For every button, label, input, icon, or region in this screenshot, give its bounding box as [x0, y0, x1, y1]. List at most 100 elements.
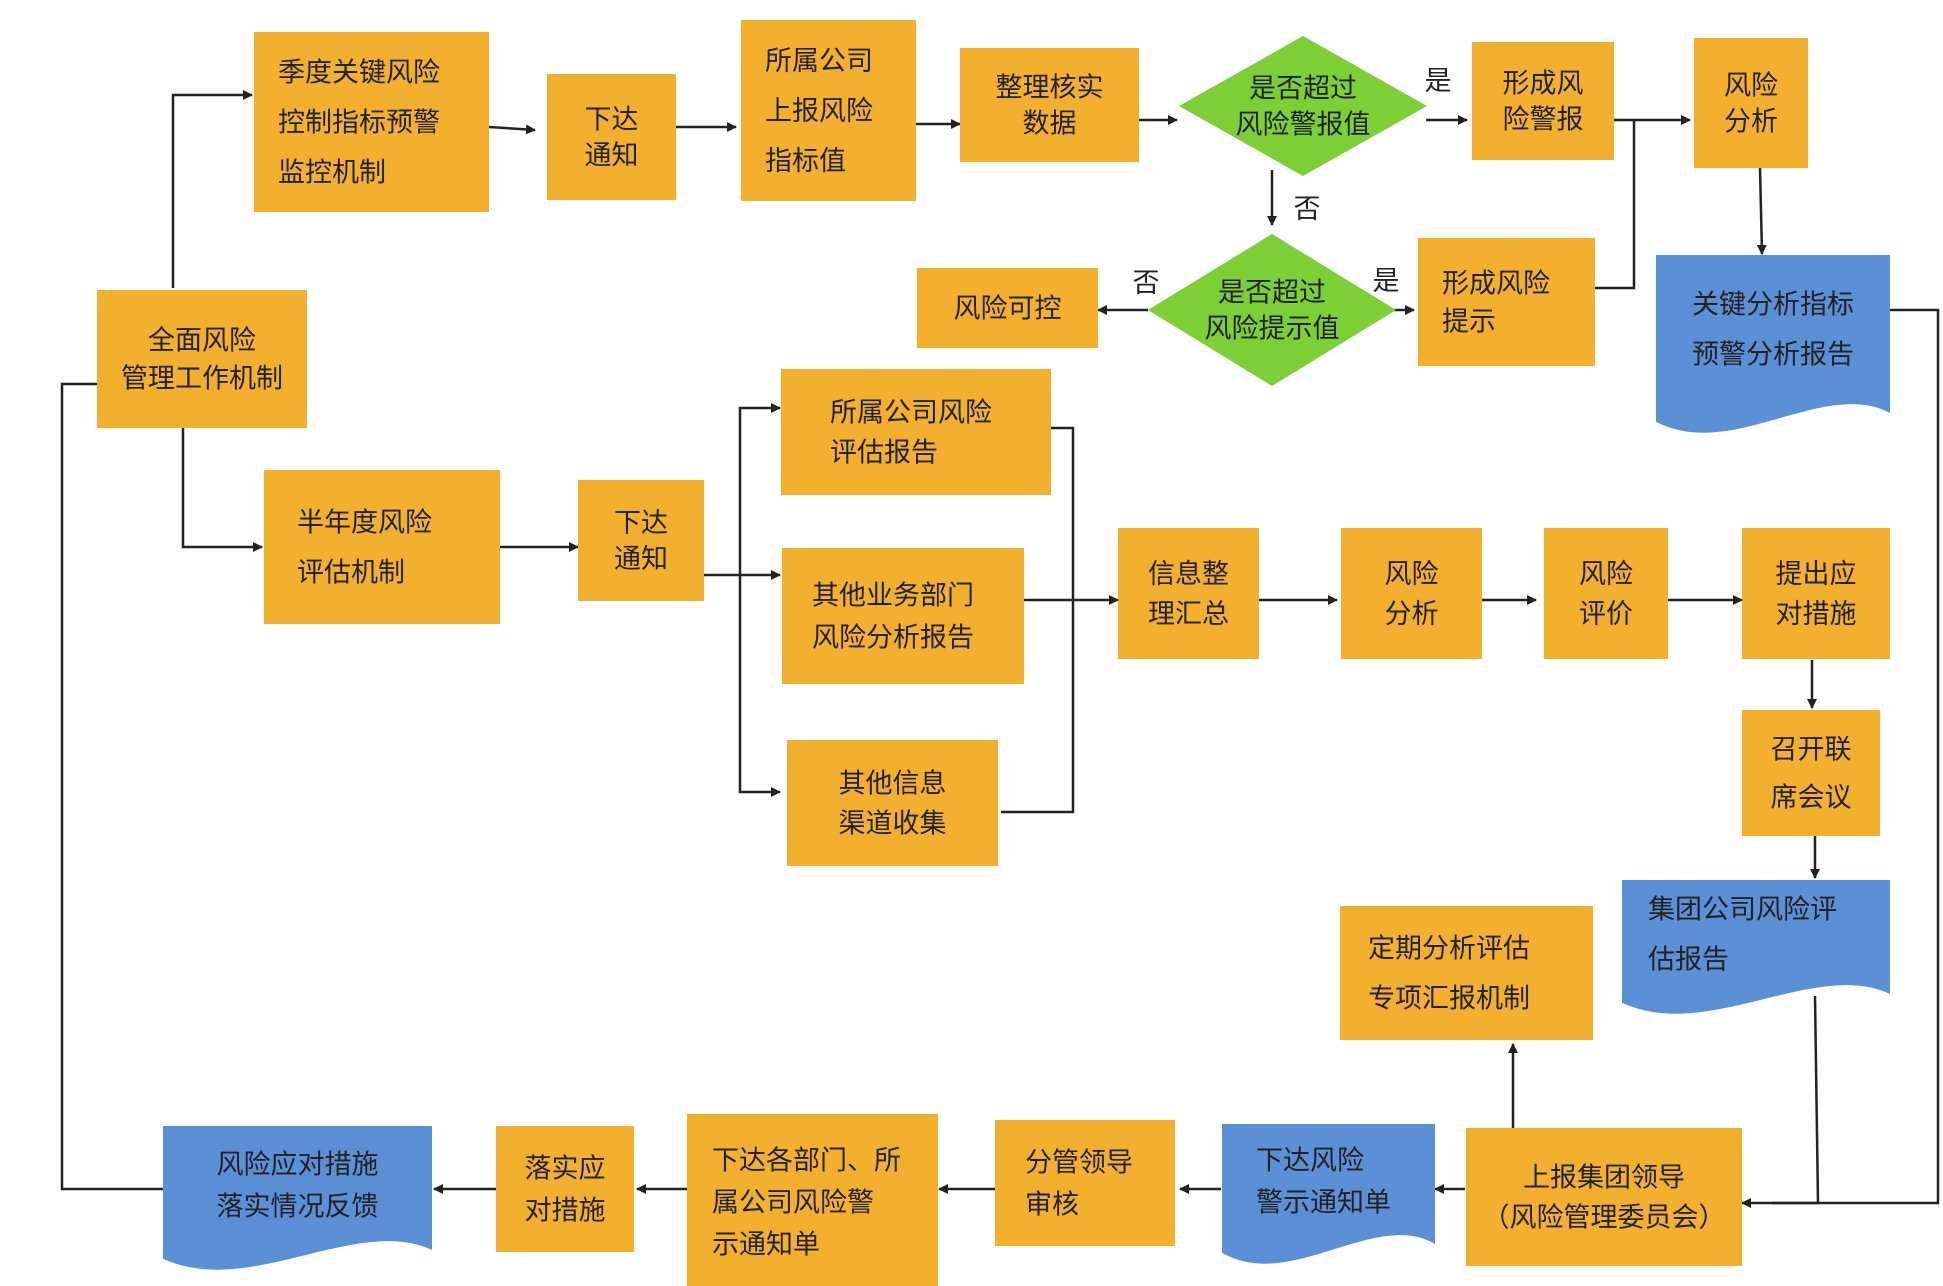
node-label-line: 评价: [1579, 599, 1633, 630]
node-label-line: 风险应对措施: [217, 1150, 379, 1181]
node-label-line: 专项汇报机制: [1368, 984, 1530, 1015]
nodes: 季度关键风险控制指标预警监控机制下达通知所属公司上报风险指标值整理核实数据是否超…: [97, 20, 1890, 1286]
node-label-line: 指标值: [765, 146, 846, 177]
process-box: [496, 1126, 634, 1252]
process-box: [1544, 528, 1668, 659]
edge-sub-assess-to-collect: [1001, 426, 1075, 814]
process-box: [741, 20, 916, 201]
node-label-line: 预警分析报告: [1692, 340, 1854, 371]
edge-group-report-to-report-leader: [1741, 995, 1820, 1208]
node-label-line: 所属公司: [765, 46, 873, 77]
edge-notify2-to-other-info: [738, 575, 781, 797]
process-box: [1118, 528, 1259, 659]
node-label-line: 对措施: [525, 1196, 606, 1227]
process-box: [1341, 528, 1482, 659]
process-box: [1742, 528, 1890, 659]
node-label-line: 季度关键风险: [278, 58, 440, 89]
node-label-line: 险警报: [1503, 105, 1584, 136]
node-label-line: 是否超过: [1218, 278, 1326, 309]
node-label-line: 下达: [585, 105, 639, 136]
node-label-line: 分析: [1385, 599, 1439, 630]
node-label-line: 通知: [614, 544, 668, 575]
edge-feedback-to-overall: [60, 379, 163, 1191]
node-label-line: 全面风险: [148, 326, 256, 357]
node-label-line: 警示通知单: [1256, 1188, 1391, 1219]
node-label-line: 形成风险: [1442, 269, 1550, 300]
process-box: [1742, 710, 1880, 836]
node-label-line: 风险可控: [954, 294, 1062, 325]
document-shape: [1622, 880, 1890, 1014]
process-box: [1340, 906, 1593, 1040]
process-box: [254, 32, 489, 212]
node-label-line: 关键分析指标: [1692, 290, 1854, 321]
process-box: [687, 1114, 938, 1286]
edge-label-yes-warn: 是: [1425, 66, 1452, 97]
process-box: [995, 1120, 1175, 1246]
node-label-line: 属公司风险警: [712, 1188, 874, 1219]
node-analysis-top: 风险分析: [1694, 38, 1808, 168]
node-label-line: 落实应: [525, 1154, 606, 1185]
edge-overall-to-halfyear: [181, 428, 263, 552]
process-box: [1472, 42, 1614, 160]
node-label-line: 席会议: [1771, 783, 1852, 814]
process-box: [1466, 1128, 1742, 1266]
process-box: [787, 740, 998, 866]
node-label-line: 是否超过: [1249, 74, 1357, 105]
node-label-line: 风险提示值: [1205, 314, 1340, 345]
node-label-line: 上报风险: [765, 96, 873, 127]
node-label-line: 其他信息: [839, 769, 947, 800]
node-label-line: 理汇总: [1148, 599, 1229, 630]
node-label-line: 定期分析评估: [1368, 934, 1530, 965]
node-label-line: （风险管理委员会）: [1483, 1203, 1726, 1234]
edge-label-no-warn: 否: [1294, 194, 1321, 225]
node-label-line: 下达风险: [1256, 1146, 1364, 1177]
process-box: [917, 268, 1098, 348]
node-label-line: 风险: [1579, 559, 1633, 590]
process-box: [547, 74, 676, 200]
node-label-line: 落实情况反馈: [217, 1192, 379, 1223]
process-box: [781, 369, 1051, 495]
process-box: [1418, 238, 1595, 366]
document-shape: [163, 1126, 432, 1270]
node-label-line: 整理核实: [996, 73, 1104, 104]
edge-overall-to-quarterly: [171, 90, 253, 288]
node-report-leader: 上报集团领导（风险管理委员会）: [1466, 1128, 1742, 1266]
node-label-line: 示通知单: [712, 1230, 820, 1261]
node-label-line: 审核: [1025, 1190, 1079, 1221]
node-label-line: 风险警报值: [1236, 110, 1371, 141]
process-box: [960, 48, 1139, 162]
edge-form-hint-to-analysis: [1595, 120, 1636, 290]
node-label-line: 形成风: [1503, 69, 1584, 100]
node-label-line: 风险分析报告: [812, 623, 974, 654]
decision-diamond: [1148, 234, 1396, 386]
node-label-line: 提示: [1442, 307, 1496, 338]
node-label-line: 分析: [1724, 107, 1778, 138]
edge-quarterly-to-notify1: [488, 124, 536, 135]
edges: [60, 90, 1940, 1208]
node-label-line: 分管领导: [1025, 1148, 1133, 1179]
node-label-line: 其他业务部门: [812, 581, 974, 612]
node-label-line: 风险: [1385, 559, 1439, 590]
process-box: [97, 290, 307, 428]
decision-diamond: [1179, 36, 1427, 176]
